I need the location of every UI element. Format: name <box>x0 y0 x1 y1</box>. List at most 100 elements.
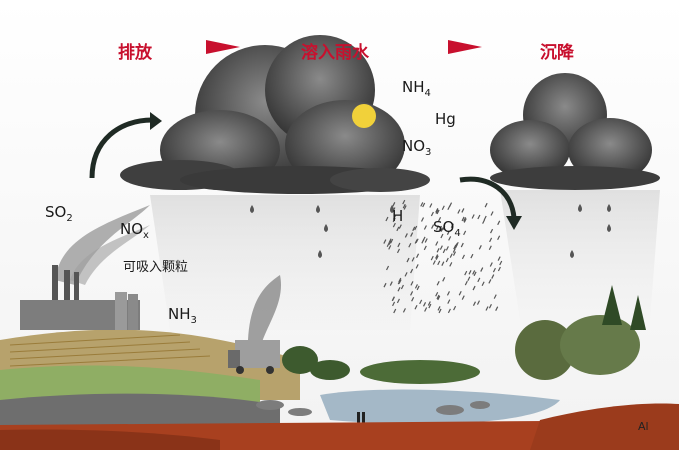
rain-streak <box>436 281 440 286</box>
rain-streak <box>461 295 465 300</box>
curved-arrow-down-head <box>506 216 522 230</box>
truck <box>228 340 280 374</box>
rain-streak <box>386 242 390 248</box>
rain-streak <box>392 215 396 220</box>
rain-streak <box>489 262 493 267</box>
rain-streak <box>446 230 450 235</box>
rain-streak <box>471 214 475 219</box>
rain-streak <box>397 286 401 292</box>
rain-streak <box>497 256 501 261</box>
forest <box>282 285 646 384</box>
rain-streak <box>450 223 454 228</box>
label-nox: NOx <box>120 220 149 241</box>
rain-streak <box>454 243 458 248</box>
label-so4: SO4 <box>433 218 461 239</box>
rain-streak <box>415 264 419 269</box>
rain-streak <box>403 205 407 210</box>
rain-streak <box>488 245 492 250</box>
rain-streak <box>470 253 474 259</box>
rain-streak <box>437 306 441 311</box>
rain-streak <box>420 202 424 207</box>
soil-dark-right <box>530 403 679 450</box>
label-nh3: NH3 <box>168 305 197 326</box>
rain-streak <box>472 285 476 291</box>
rain-streak <box>464 280 468 286</box>
rain-streak <box>389 281 393 286</box>
rain-streak <box>435 241 439 246</box>
corner-label: Al <box>638 420 649 433</box>
rain-streak <box>416 253 420 258</box>
rain-streak <box>392 222 396 228</box>
rain-streak <box>436 294 440 300</box>
rain-streak <box>468 270 472 275</box>
rain-streak <box>415 238 419 244</box>
rain-streak <box>424 307 428 312</box>
stage-arrow-1 <box>206 40 240 54</box>
rain-streak <box>448 236 452 241</box>
rain-streak <box>435 291 439 297</box>
rain-streak <box>432 260 436 265</box>
rain-streak <box>404 272 408 277</box>
rain-streak <box>497 235 501 241</box>
label-h: H <box>392 207 404 225</box>
label-so2: SO2 <box>45 203 73 224</box>
rain-streak <box>472 270 476 275</box>
rain-streak <box>422 302 427 307</box>
rain-streak <box>485 306 489 311</box>
rain-streak <box>449 253 453 258</box>
factory <box>20 265 140 330</box>
rain-streak <box>435 225 440 230</box>
rain-streak <box>464 270 468 276</box>
rain-streak <box>427 301 431 306</box>
rain-streak <box>390 238 394 244</box>
rain-streak <box>489 237 493 243</box>
rain-streak <box>445 257 449 263</box>
rain-streak <box>476 300 481 305</box>
rain-streak <box>461 254 465 260</box>
rain-streak <box>439 245 443 250</box>
rain-streak <box>414 225 418 231</box>
rain-streak <box>488 304 492 309</box>
rain-streak <box>406 257 410 263</box>
rain-streak <box>388 245 392 250</box>
field-rows <box>9 334 211 367</box>
rain-streak <box>461 208 465 213</box>
rain-streak <box>411 257 415 262</box>
curved-arrow-up-head <box>150 112 162 130</box>
sun <box>352 104 376 128</box>
stage-label-deposition: 沉降 <box>540 43 574 63</box>
rain-streak <box>491 274 495 279</box>
rain-streak <box>396 226 400 232</box>
rain-streak <box>383 282 387 288</box>
rain-streak <box>452 248 456 253</box>
rain-streak <box>414 284 418 289</box>
rain-streak <box>440 233 444 239</box>
rain-streak <box>457 209 461 214</box>
rain-streak <box>410 232 414 237</box>
rain-streak <box>414 304 418 310</box>
rain-streak <box>420 217 425 222</box>
rain-streak <box>397 242 401 248</box>
rain-streak <box>435 254 439 259</box>
rain-streak <box>402 203 406 209</box>
rain-streak <box>480 267 484 272</box>
rain-streak <box>473 271 477 277</box>
rain-streak <box>391 296 395 302</box>
rain-streak <box>398 224 402 229</box>
rain-streak <box>463 230 467 236</box>
rain-streak <box>497 266 501 272</box>
rain-streak <box>492 267 496 273</box>
rain-streak <box>484 202 488 208</box>
rain-streak <box>441 205 445 210</box>
rain-streak <box>429 203 433 208</box>
rain-streak <box>438 308 442 314</box>
rain-streak <box>410 268 414 274</box>
rain-streak <box>435 255 439 260</box>
rain-streak <box>388 240 392 245</box>
acid-rain-streaks <box>383 199 503 314</box>
rain-streak <box>392 217 396 223</box>
rain-streak <box>423 245 427 251</box>
rain-streak <box>430 211 434 217</box>
rain-streak <box>452 251 457 256</box>
